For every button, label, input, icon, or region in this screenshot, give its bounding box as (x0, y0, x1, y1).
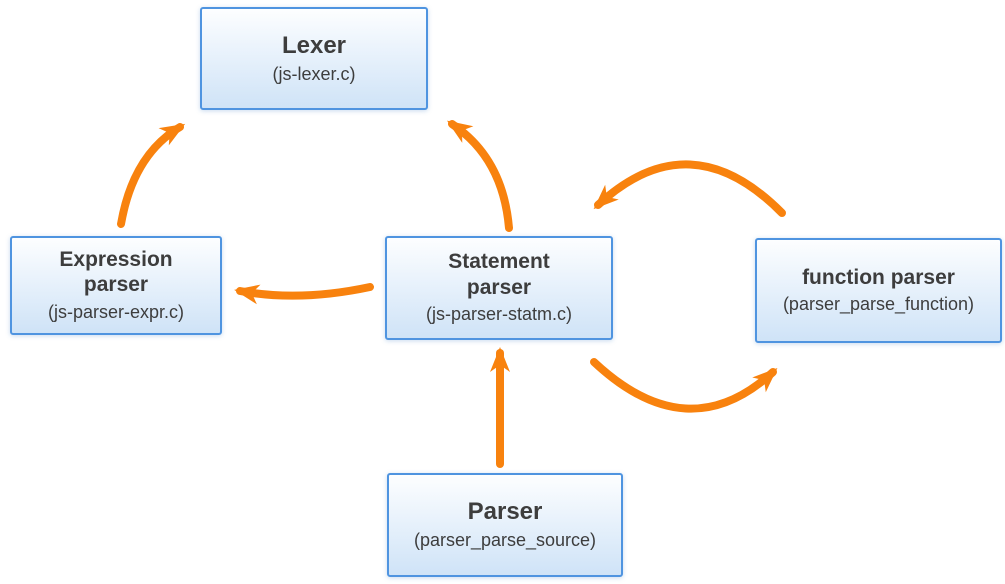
node-lexer-title: Lexer (281, 31, 347, 59)
node-statement-parser-subtitle: (js-parser-statm.c) (425, 304, 572, 325)
node-function-parser-title: function parser (802, 265, 955, 289)
node-expression-parser-subtitle: (js-parser-expr.c) (47, 301, 185, 322)
edge-statement-to-expression-arrow (234, 283, 374, 305)
node-expression-parser: Expression parser (js-parser-expr.c) (10, 236, 222, 335)
node-parser-title: Parser (467, 498, 543, 526)
node-function-parser: function parser (parser_parse_function) (755, 238, 1002, 343)
edge-expression-to-lexer-arrow (117, 123, 186, 228)
node-lexer-subtitle: (js-lexer.c) (272, 63, 356, 84)
node-parser: Parser (parser_parse_source) (387, 473, 623, 577)
node-lexer: Lexer (js-lexer.c) (200, 7, 428, 110)
node-statement-parser: Statement parser (js-parser-statm.c) (385, 236, 613, 340)
node-function-parser-subtitle: (parser_parse_function) (782, 294, 975, 315)
edge-function-to-statement-arrow (593, 160, 786, 217)
edge-statement-to-function-arrow (590, 358, 778, 413)
node-expression-parser-title: Expression parser (59, 247, 173, 297)
node-statement-parser-title: Statement parser (448, 250, 550, 299)
edge-statement-to-lexer-arrow (447, 120, 513, 232)
node-parser-subtitle: (parser_parse_source) (413, 530, 597, 551)
